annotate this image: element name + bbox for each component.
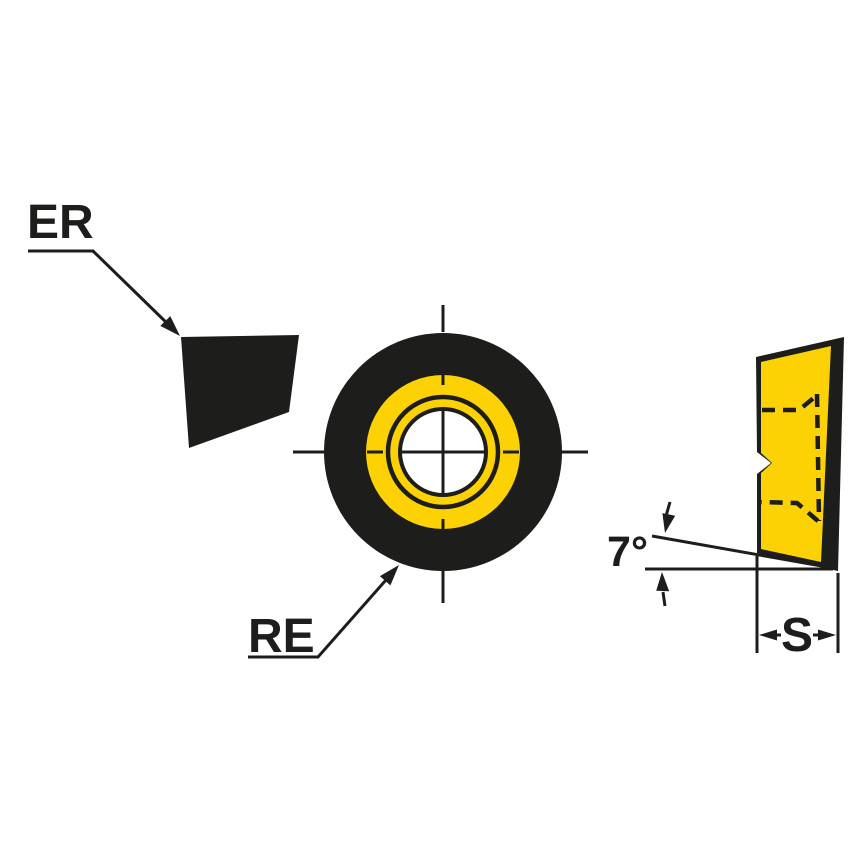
er-leader-line [28, 249, 175, 331]
thickness-dimension: S [755, 556, 840, 662]
er-callout: ER [27, 196, 180, 336]
hidden-hole-bottom-dashed-line [757, 499, 820, 523]
side-view-body [761, 346, 831, 562]
insert-inner-edge-ring [385, 394, 501, 510]
angle-upper-arrow-tail [664, 501, 672, 517]
angle-upper-arrowhead-icon [662, 513, 676, 533]
clearance-angle-annotation: 7° [607, 501, 834, 607]
re-leader-line [248, 571, 395, 659]
er-label: ER [27, 196, 94, 249]
re-label: RE [248, 610, 315, 663]
dimension-arrowhead-right-icon [818, 629, 836, 641]
insert-top-view [293, 305, 588, 603]
angle-slanted-line [651, 534, 834, 570]
angle-lower-arrow-tail [661, 591, 667, 607]
insert-edge-view [181, 335, 299, 448]
hidden-hole-side-dashed-line [814, 393, 822, 522]
hidden-hole-top-dashed-line [762, 394, 818, 413]
dimension-arrowhead-left-icon [759, 629, 777, 641]
angle-label: 7° [607, 528, 648, 576]
thickness-label: S [781, 609, 813, 662]
er-leader-arrowhead-icon [160, 316, 180, 336]
insert-side-view [756, 337, 844, 571]
angle-lower-arrowhead-icon [656, 572, 670, 592]
re-leader-arrowhead-icon [379, 565, 399, 586]
re-callout: RE [248, 565, 399, 663]
